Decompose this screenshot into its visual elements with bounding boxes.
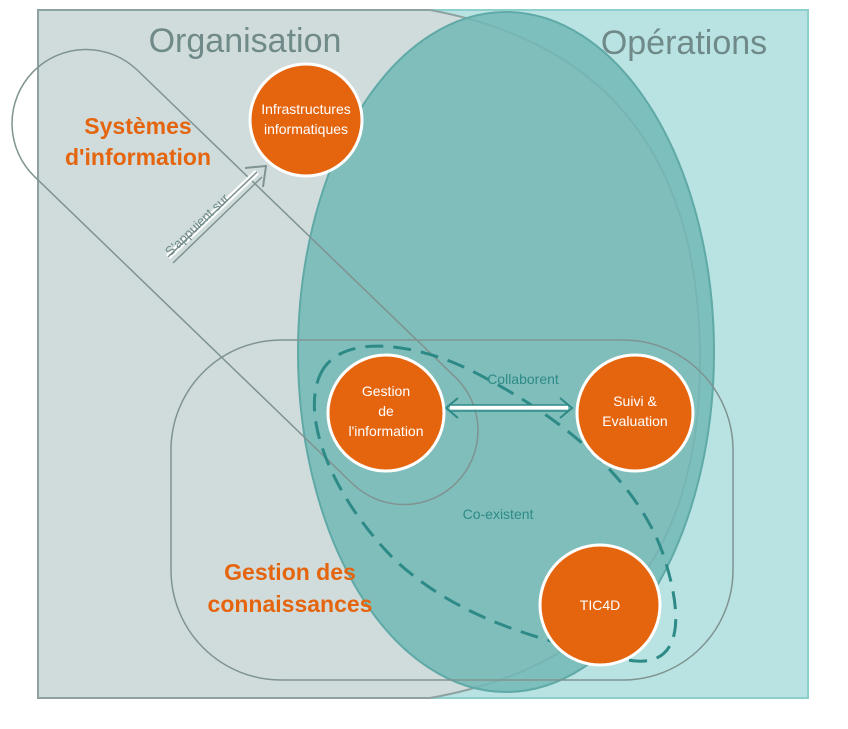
node-gestion-information-label-1: Gestion [362, 383, 410, 399]
coexistent-label: Co-existent [463, 506, 534, 522]
node-suivi-evaluation-label-2: Evaluation [602, 413, 667, 429]
node-infrastructures: Infrastructures informatiques [248, 62, 364, 178]
organisation-title: Organisation [149, 22, 342, 60]
node-tic4d-label: TIC4D [580, 597, 620, 613]
systemes-information-capsule [11, 48, 479, 506]
coexistence-dashed-loop [312, 344, 678, 663]
operations-title: Opérations [601, 24, 767, 62]
gestion-connaissances-capsule [170, 339, 734, 681]
node-infrastructures-label-1: Infrastructures [261, 101, 350, 117]
appuient-arrow [165, 164, 268, 264]
systemes-information-label: Systèmes [84, 113, 191, 139]
node-tic4d: TIC4D [538, 543, 662, 667]
node-suivi-evaluation: Suivi & Evaluation [575, 353, 695, 473]
gestion-connaissances-label: Gestion des [224, 559, 356, 585]
systemes-information-label-2: d'information [65, 144, 211, 170]
node-gestion-information: Gestion de l'information [326, 353, 446, 473]
collaborent-arrow [444, 397, 574, 419]
collaborent-label: Collaborent [487, 371, 559, 387]
node-suivi-evaluation-label-1: Suivi & [613, 393, 657, 409]
node-gestion-information-label-2: de [378, 403, 394, 419]
gestion-connaissances-label-2: connaissances [208, 591, 373, 617]
node-gestion-information-label-3: l'information [348, 423, 423, 439]
overlap-ellipse [297, 11, 715, 693]
node-infrastructures-label-2: informatiques [264, 121, 348, 137]
